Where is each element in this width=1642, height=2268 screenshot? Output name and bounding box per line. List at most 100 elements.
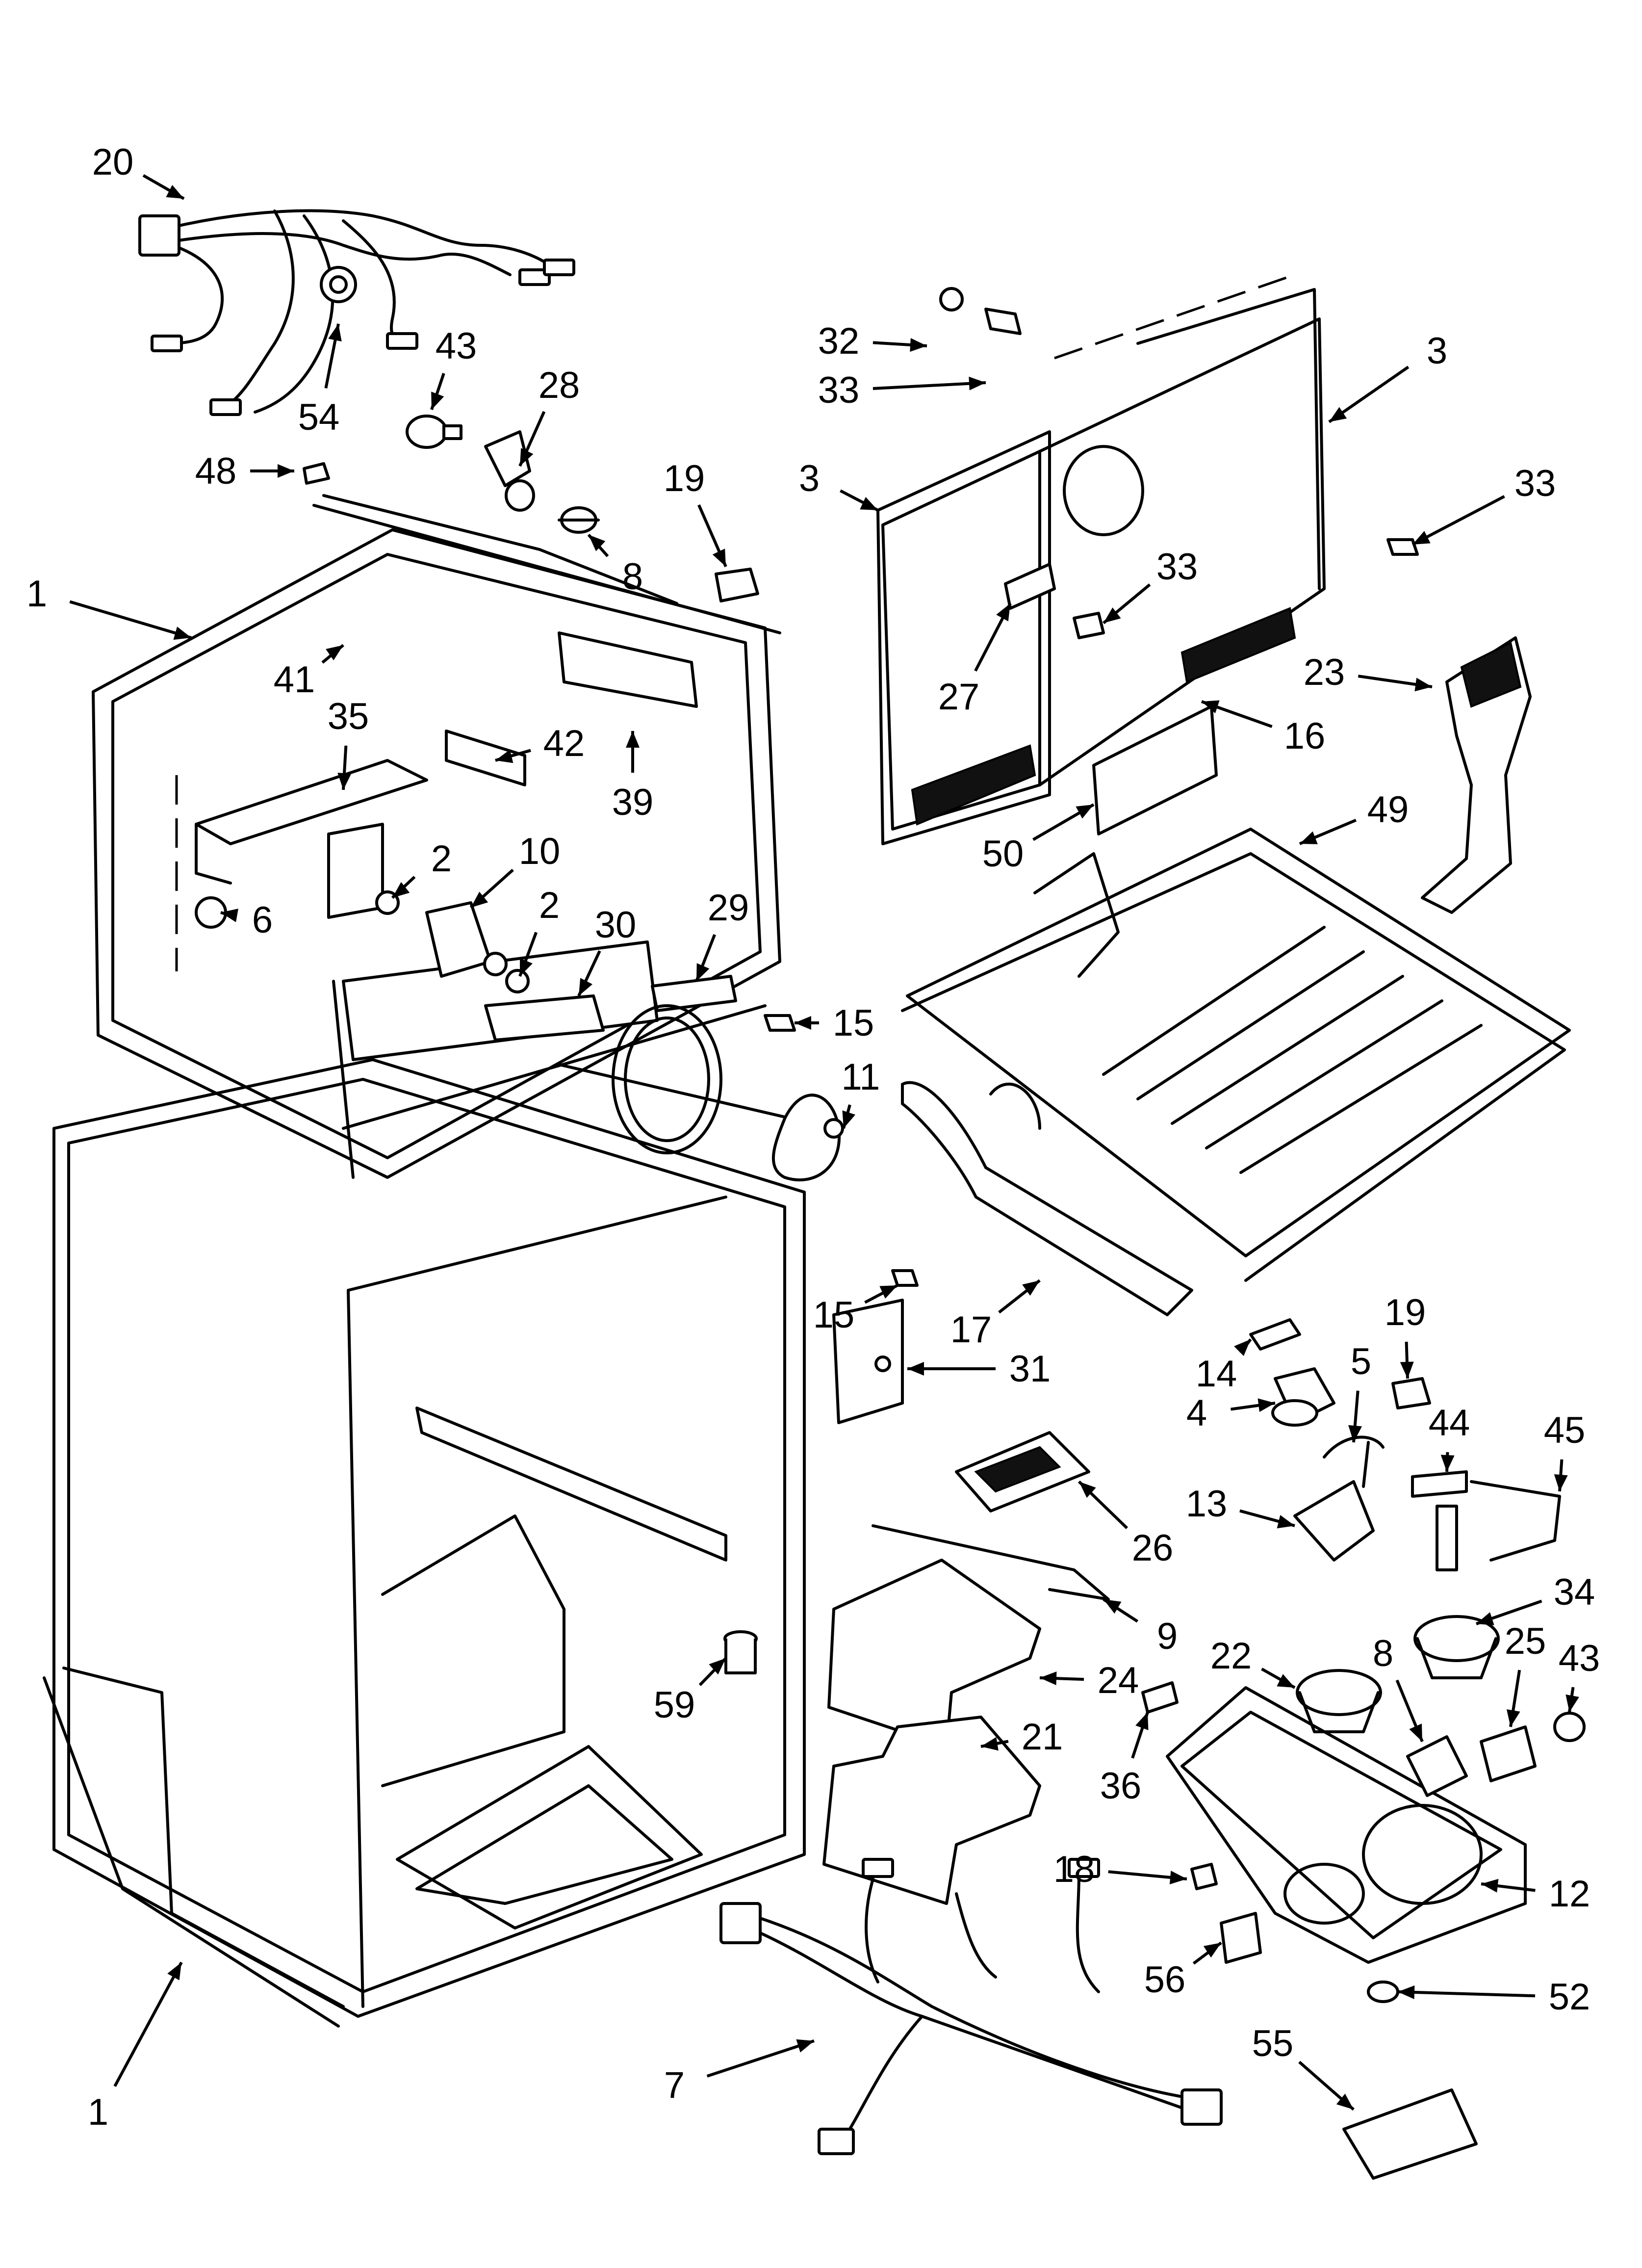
callout-label-28: 28 xyxy=(539,365,580,406)
callout-label-4: 4 xyxy=(1186,1392,1207,1434)
callout-arrowhead-35 xyxy=(337,773,352,790)
part-diffuser-23 xyxy=(1421,636,1532,914)
callout-arrowhead-30 xyxy=(579,978,593,996)
callout-label-29: 29 xyxy=(708,887,749,929)
part-label-42 xyxy=(445,730,526,786)
callout-arrowhead-29 xyxy=(696,963,710,981)
part-bracket-27 xyxy=(1004,563,1056,610)
callout-label-23: 23 xyxy=(1304,652,1345,693)
part-liner-freezer xyxy=(92,494,781,1179)
callout-label-25: 25 xyxy=(1505,1620,1546,1662)
callout-label-7: 7 xyxy=(664,2064,685,2106)
callout-arrowhead-4 xyxy=(1257,1398,1275,1412)
callout-arrowhead-6 xyxy=(221,909,238,922)
callout-label-21: 21 xyxy=(1022,1716,1063,1758)
callout-arrowhead-49 xyxy=(1300,831,1318,844)
part-cover-31 xyxy=(832,1299,904,1424)
callout-arrowhead-39 xyxy=(626,731,640,748)
callout-label-3: 3 xyxy=(1427,330,1447,372)
part-bezel-21 xyxy=(822,1716,1041,1905)
part-spring-45 xyxy=(1470,1480,1561,1562)
callout-arrowhead-28 xyxy=(520,448,534,466)
callout-arrowhead-41 xyxy=(326,645,343,660)
part-lamp-socket-upper xyxy=(484,430,535,512)
part-housing-12 xyxy=(1166,1686,1527,1964)
part-cup-22 xyxy=(1296,1669,1382,1733)
callout-label-41: 41 xyxy=(274,659,315,701)
part-bulb-43-lower xyxy=(1553,1712,1586,1742)
callout-arrowhead-34 xyxy=(1476,1612,1494,1625)
callout-label-2: 2 xyxy=(539,885,560,926)
part-socket-8-lower xyxy=(1406,1735,1468,1797)
part-evaporator-cover-49 xyxy=(901,828,1571,1282)
callout-arrowhead-26 xyxy=(1079,1482,1096,1498)
part-wire-harness-lower xyxy=(719,1858,1223,2155)
callout-arrowhead-43 xyxy=(1565,1694,1579,1712)
callout-arrowhead-10 xyxy=(471,891,488,908)
callout-arrowhead-1 xyxy=(173,626,191,640)
callout-arrowhead-50 xyxy=(1076,805,1094,819)
callout-label-15: 15 xyxy=(813,1294,855,1336)
callout-label-19: 19 xyxy=(1385,1292,1426,1333)
part-lever-44 xyxy=(1411,1470,1468,1571)
part-bracket-13 xyxy=(1293,1441,1375,1562)
callout-arrowhead-19 xyxy=(712,548,726,567)
callout-label-8: 8 xyxy=(1373,1633,1393,1674)
callout-arrowhead-23 xyxy=(1414,678,1432,692)
callout-arrowhead-48 xyxy=(278,464,294,478)
callout-label-27: 27 xyxy=(938,676,980,718)
callout-label-50: 50 xyxy=(982,833,1024,875)
callout-label-39: 39 xyxy=(612,782,654,823)
callout-arrowhead-31 xyxy=(907,1362,924,1376)
callout-arrowhead-33 xyxy=(969,376,986,391)
callout-arrowhead-55 xyxy=(1336,2093,1354,2110)
callout-arrowhead-56 xyxy=(1203,1943,1221,1958)
callout-label-35: 35 xyxy=(328,696,369,737)
callout-arrowhead-7 xyxy=(796,2039,814,2053)
callout-arrowhead-1 xyxy=(167,1962,181,1981)
callout-label-20: 20 xyxy=(92,141,134,183)
part-nut-52 xyxy=(1367,1981,1399,2003)
callout-arrowhead-8 xyxy=(589,535,606,551)
callout-label-33: 33 xyxy=(1156,546,1198,588)
callout-label-33: 33 xyxy=(1514,463,1556,504)
callout-arrowhead-21 xyxy=(981,1737,999,1751)
callout-label-42: 42 xyxy=(543,723,585,764)
part-bulb-25 xyxy=(1480,1725,1537,1782)
callout-label-19: 19 xyxy=(664,458,705,499)
callout-arrowhead-32 xyxy=(910,338,927,352)
callout-arrowhead-20 xyxy=(166,184,184,199)
callout-label-10: 10 xyxy=(519,831,561,872)
callout-arrowhead-12 xyxy=(1481,1878,1499,1893)
part-thermostat-10 xyxy=(425,901,508,978)
callout-arrowhead-59 xyxy=(709,1658,726,1675)
callout-label-17: 17 xyxy=(950,1309,992,1351)
callout-label-16: 16 xyxy=(1284,715,1326,757)
part-clip-56 xyxy=(1220,1912,1262,1964)
callout-arrowhead-8 xyxy=(1409,1723,1422,1742)
callout-label-32: 32 xyxy=(818,320,860,362)
part-clip-14 xyxy=(1249,1318,1301,1351)
part-bracket-29 xyxy=(651,975,737,1012)
callout-label-15: 15 xyxy=(833,1002,874,1044)
callout-arrowhead-33 xyxy=(1412,531,1431,545)
callout-arrowhead-9 xyxy=(1103,1599,1122,1614)
callout-label-36: 36 xyxy=(1100,1765,1142,1807)
callout-arrowhead-27 xyxy=(996,603,1010,622)
callout-label-43: 43 xyxy=(436,325,477,367)
callout-leader-52 xyxy=(1397,1990,1536,1998)
part-rear-panel-3 xyxy=(876,273,1326,845)
part-cup-34 xyxy=(1413,1615,1500,1679)
callout-label-52: 52 xyxy=(1549,1976,1591,2018)
part-plug-18 xyxy=(1190,1863,1218,1890)
callout-arrowhead-14 xyxy=(1234,1339,1251,1356)
part-clip-48 xyxy=(303,462,330,485)
callout-arrowhead-3 xyxy=(860,496,878,510)
callout-leader-33 xyxy=(1411,495,1505,546)
callout-leader-1 xyxy=(113,1961,183,2087)
callout-arrowhead-15 xyxy=(795,1016,811,1030)
callout-label-1: 1 xyxy=(26,573,47,615)
callout-arrowhead-15 xyxy=(879,1285,898,1299)
callout-leader-7 xyxy=(706,2039,815,2078)
callout-label-24: 24 xyxy=(1098,1660,1139,1701)
